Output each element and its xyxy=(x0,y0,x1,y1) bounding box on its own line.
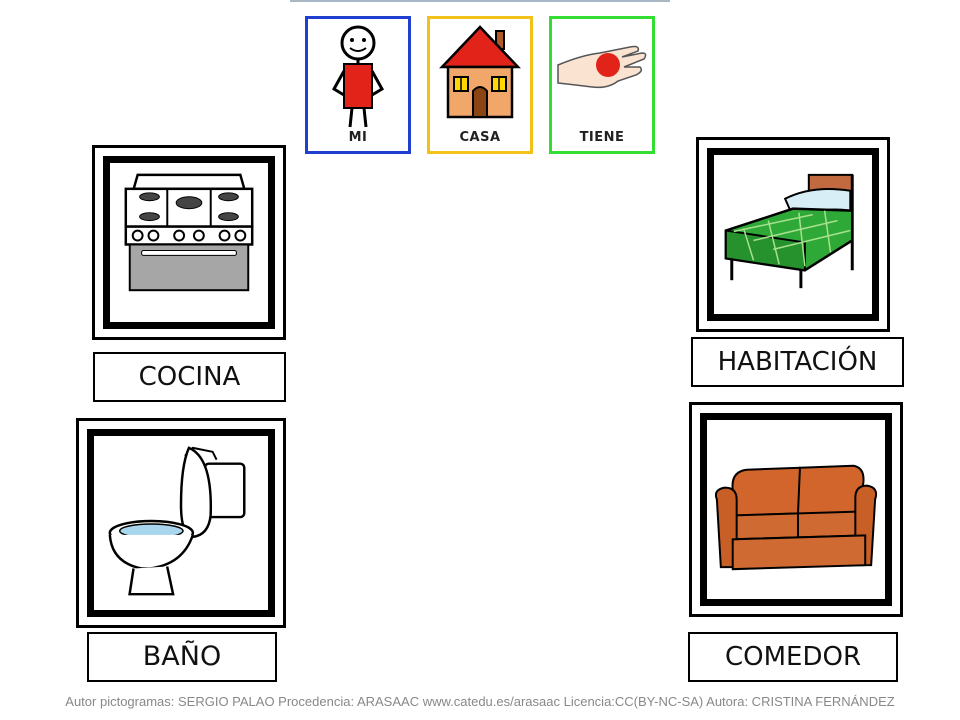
room-image-frame xyxy=(103,156,275,329)
pictogram-mi[interactable]: MI xyxy=(305,16,411,154)
bed-icon xyxy=(724,173,854,289)
room-card-cocina[interactable] xyxy=(92,145,286,340)
sofa-icon xyxy=(714,464,878,571)
room-label-comedor: COMEDOR xyxy=(688,632,898,682)
house-icon xyxy=(439,25,521,119)
room-label-bano: BAÑO xyxy=(87,632,277,682)
room-card-comedor[interactable] xyxy=(689,402,903,617)
room-image-frame xyxy=(700,413,892,606)
room-image-frame xyxy=(87,429,275,617)
credits-footer: Autor pictogramas: SERGIO PALAO Proceden… xyxy=(65,694,895,709)
hand-holding-ball-icon xyxy=(557,45,647,89)
pictogram-label: MI xyxy=(348,130,368,145)
person-holding-red-card-icon xyxy=(331,25,385,128)
toilet-icon xyxy=(108,446,246,596)
pictogram-label: TIENE xyxy=(579,130,625,145)
pictogram-label: CASA xyxy=(459,130,501,145)
stove-icon xyxy=(124,173,254,292)
room-image-frame xyxy=(707,148,879,321)
room-card-habitacion[interactable] xyxy=(696,137,890,332)
pictogram-casa[interactable]: CASA xyxy=(427,16,533,154)
room-label-cocina: COCINA xyxy=(93,352,286,402)
top-divider xyxy=(290,0,670,2)
pictogram-tiene[interactable]: TIENE xyxy=(549,16,655,154)
room-label-habitacion: HABITACIÓN xyxy=(691,337,904,387)
room-card-bano[interactable] xyxy=(76,418,286,628)
